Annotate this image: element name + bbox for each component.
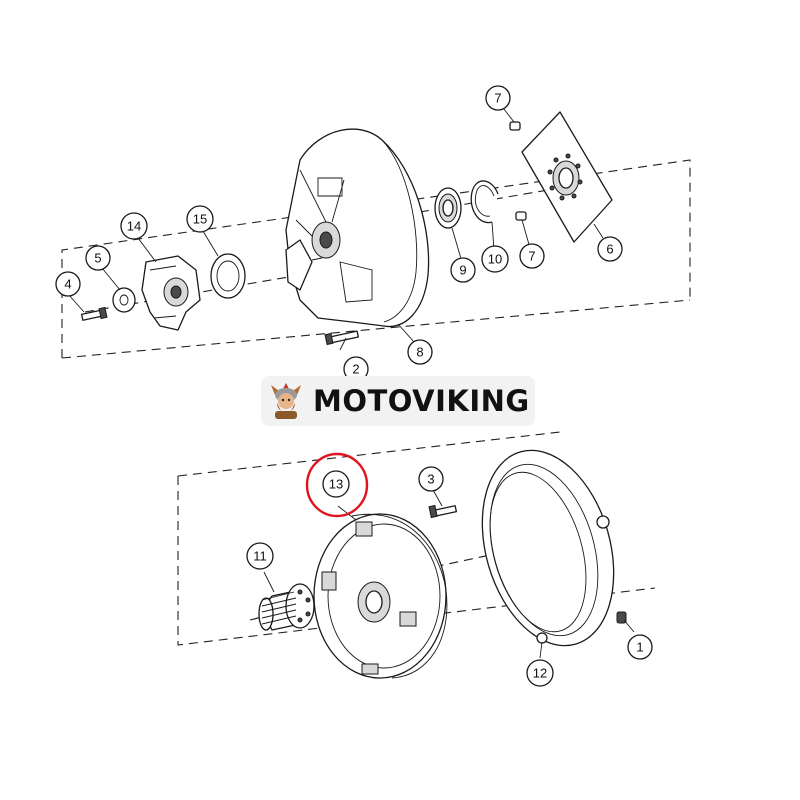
svg-text:2: 2 [352,362,359,377]
callout-6: 6 [597,236,623,262]
part-snap-ring-10 [470,180,499,224]
part-screw-7a [509,121,521,131]
callout-5: 5 [85,245,111,271]
part-housing-ring-12 [481,449,615,647]
part-plate-6 [521,111,613,243]
callout-7a: 7 [485,85,511,111]
callout-10: 10 [481,245,509,273]
svg-text:13: 13 [329,477,343,492]
callout-8: 8 [407,339,433,365]
svg-text:11: 11 [253,549,267,564]
svg-text:3: 3 [427,472,434,487]
part-stub-shaft-11 [258,583,315,631]
svg-text:9: 9 [459,263,466,278]
svg-text:7: 7 [494,91,501,106]
part-bolt-2 [324,330,359,346]
brand-watermark: MOTOVIKING [261,376,535,426]
callout-9: 9 [450,257,476,283]
svg-text:5: 5 [94,251,101,266]
part-screw-7b [515,211,527,221]
callout-11: 11 [246,542,274,570]
svg-text:15: 15 [193,212,207,227]
svg-text:14: 14 [127,219,141,234]
callout-4: 4 [55,271,81,297]
part-torque-converter-13 [313,513,448,679]
svg-text:10: 10 [488,252,502,267]
leader-lines [67,103,635,659]
lower-assembly-outline [177,431,656,646]
part-bolt-4 [80,306,108,321]
svg-text:6: 6 [606,242,613,257]
callout-14: 14 [120,212,148,240]
svg-text:1: 1 [636,640,643,655]
part-bearing-9 [434,187,462,229]
svg-text:12: 12 [533,666,547,681]
callout-15: 15 [186,205,214,233]
part-bolt-3 [428,504,458,519]
svg-text:8: 8 [416,345,423,360]
part-yoke-14 [141,255,201,331]
callout-12: 12 [526,659,554,687]
callout-1: 1 [627,634,653,660]
part-seal-15 [210,253,246,299]
callout-7b: 7 [519,243,545,269]
part-washer-5 [112,287,136,313]
highlight-ring [305,452,369,518]
callout-3: 3 [418,466,444,492]
part-housing-8 [285,128,430,328]
viking-logo-icon [271,383,301,419]
svg-text:4: 4 [64,277,71,292]
svg-text:7: 7 [528,249,535,264]
callout-13: 13 [305,452,369,518]
brand-name: MOTOVIKING [313,384,530,418]
